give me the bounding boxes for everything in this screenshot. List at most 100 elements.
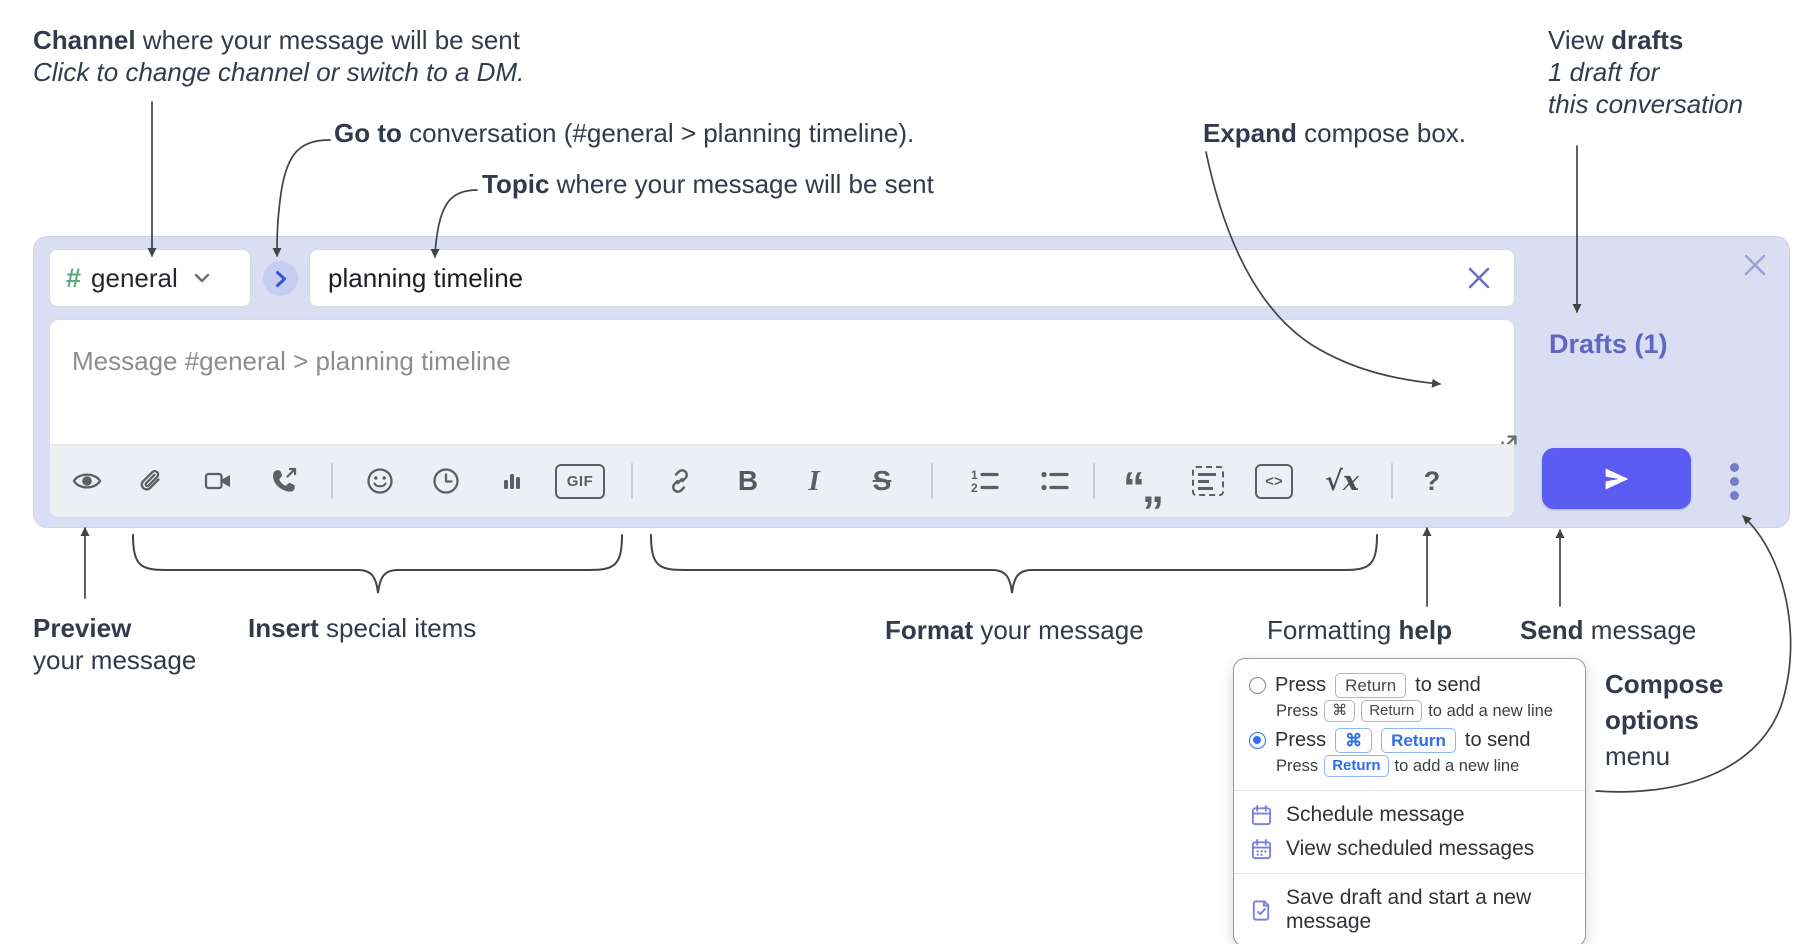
code-block-button[interactable]: [1186, 459, 1230, 503]
view-drafts-annotation: View drafts 1 draft for this conversatio…: [1548, 25, 1744, 119]
code-button[interactable]: <>: [1252, 459, 1296, 503]
clear-topic-button[interactable]: [1462, 261, 1496, 295]
send-preference-section: Press Return to send Press ⌘ Return to a…: [1234, 659, 1585, 790]
channel-hash-icon: #: [66, 262, 82, 293]
code-block-icon: [1192, 466, 1224, 496]
close-compose-button[interactable]: [1737, 247, 1773, 283]
gif-button[interactable]: GIF: [554, 459, 606, 503]
menu-option-cmd-return-to-send[interactable]: Press ⌘ Return to send: [1249, 728, 1570, 753]
radio-unselected-icon[interactable]: [1249, 677, 1266, 694]
goto-conversation-button[interactable]: [263, 261, 298, 296]
svg-text:2: 2: [971, 481, 978, 495]
schedule-clock-button[interactable]: [424, 459, 468, 503]
code-icon: <>: [1255, 463, 1293, 499]
channel-name: general: [91, 262, 178, 293]
cmd-key-badge: ⌘: [1335, 728, 1373, 753]
menu-item-view-scheduled[interactable]: View scheduled messages: [1249, 832, 1570, 866]
menu-option-subtext: Press Return to add a new line: [1276, 755, 1570, 777]
topic-annotation: Topic where your message will be sent: [482, 169, 934, 199]
menu-divider: [1234, 790, 1585, 791]
preview-annotation: Preview your message: [33, 613, 197, 675]
call-button[interactable]: [262, 459, 306, 503]
chevron-down-icon: [194, 273, 210, 283]
channel-selector[interactable]: # general: [49, 249, 251, 307]
goto-annotation: Go to conversation (#general > planning …: [334, 118, 915, 148]
message-area[interactable]: Message #general > planning timeline: [49, 319, 1517, 518]
cmd-key-badge: ⌘: [1324, 700, 1356, 722]
poll-button[interactable]: [490, 459, 534, 503]
close-icon: [1744, 254, 1766, 276]
compose-options-annotation: Compose options menu: [1605, 669, 1724, 771]
toolbar-divider: [331, 463, 333, 499]
svg-text:1: 1: [971, 468, 978, 482]
video-button[interactable]: [196, 459, 240, 503]
bold-icon: B: [737, 465, 759, 496]
drafts-link[interactable]: Drafts (1): [1549, 329, 1668, 359]
clock-icon: [433, 468, 459, 494]
channel-annotation-line2: Click to change channel or switch to a D…: [33, 57, 525, 87]
save-draft-icon: [1252, 899, 1270, 921]
question-mark-icon: ?: [1423, 465, 1441, 496]
math-button[interactable]: √x: [1320, 459, 1364, 503]
emoji-icon: [367, 468, 393, 494]
video-camera-icon: [204, 472, 230, 490]
menu-item-save-draft[interactable]: Save draft and start a new message: [1249, 881, 1570, 939]
emoji-button[interactable]: [358, 459, 402, 503]
formatting-help-button[interactable]: ?: [1410, 459, 1454, 503]
eye-icon: [72, 473, 102, 489]
format-annotation: Format your message: [885, 615, 1144, 645]
insert-brace: [132, 534, 623, 594]
calendar-list-icon: [1251, 838, 1272, 859]
compose-box: # general planning timeline Drafts (1) M…: [33, 236, 1790, 528]
compose-options-menu: Press Return to send Press ⌘ Return to a…: [1233, 658, 1586, 944]
link-icon: [672, 469, 688, 493]
formatting-toolbar: GIF B I S 1 2: [50, 444, 1514, 517]
topic-input[interactable]: planning timeline: [309, 249, 1515, 307]
toolbar-divider: [1093, 463, 1095, 499]
toolbar-divider: [931, 463, 933, 499]
return-key-badge: Return: [1361, 700, 1423, 722]
italic-icon: I: [808, 464, 820, 497]
bar-chart-icon: [504, 474, 520, 489]
channel-annotation-bold: Channel: [33, 25, 136, 55]
message-placeholder: Message #general > planning timeline: [72, 346, 511, 376]
blockquote-icon: “„: [1123, 463, 1164, 512]
radio-selected-icon[interactable]: [1249, 732, 1266, 749]
toolbar-divider: [631, 463, 633, 499]
math-formula-icon: √x: [1325, 465, 1359, 497]
paperclip-icon: [140, 470, 160, 491]
calendar-icon: [1251, 804, 1272, 825]
expand-annotation: Expand compose box.: [1203, 118, 1467, 148]
blockquote-button[interactable]: “„: [1120, 459, 1164, 512]
send-button[interactable]: [1542, 448, 1691, 509]
return-key-badge: Return: [1381, 728, 1456, 753]
send-icon: [1605, 467, 1628, 490]
kebab-menu-icon: [1729, 462, 1739, 472]
return-key-badge: Return: [1335, 673, 1407, 698]
phone-call-icon: [273, 467, 297, 492]
strikethrough-button[interactable]: S: [860, 459, 904, 503]
menu-option-return-to-send[interactable]: Press Return to send: [1249, 673, 1570, 698]
strikethrough-icon: S: [872, 465, 892, 496]
topic-value: planning timeline: [328, 262, 524, 293]
return-key-badge: Return: [1324, 755, 1389, 777]
italic-button[interactable]: I: [792, 459, 836, 503]
ordered-list-button[interactable]: 1 2: [962, 459, 1006, 503]
bulleted-list-button[interactable]: [1032, 459, 1076, 503]
menu-option-subtext: Press ⌘ Return to add a new line: [1276, 700, 1570, 722]
menu-item-schedule-message[interactable]: Schedule message: [1249, 798, 1570, 832]
compose-options-button[interactable]: [1712, 459, 1756, 503]
preview-button[interactable]: [65, 459, 109, 503]
formatting-help-annotation: Formatting help: [1267, 615, 1452, 645]
gif-icon: GIF: [555, 463, 605, 499]
menu-divider: [1234, 873, 1585, 874]
bold-button[interactable]: B: [726, 459, 770, 503]
insert-annotation: Insert special items: [248, 613, 477, 643]
link-button[interactable]: [658, 459, 702, 503]
attach-button[interactable]: [130, 459, 174, 503]
ordered-list-icon: 1 2: [971, 468, 999, 495]
toolbar-divider: [1391, 463, 1393, 499]
bulleted-list-icon: [1041, 471, 1069, 491]
send-annotation: Send message: [1520, 615, 1697, 645]
